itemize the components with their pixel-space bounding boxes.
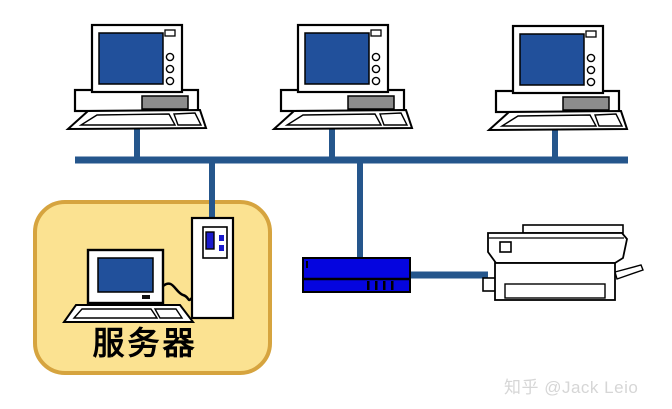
- server-keyboard-keys: [72, 308, 159, 319]
- hub-mark: [306, 261, 308, 268]
- printer-lever: [614, 264, 644, 280]
- server-cable: [162, 282, 193, 302]
- server-screen: [97, 257, 154, 293]
- hub-port-4: [391, 281, 394, 290]
- server-computer-icon: [62, 248, 196, 323]
- printer-icon: [482, 224, 644, 301]
- tower-drive-slot: [205, 231, 215, 250]
- server-tower-icon: [190, 216, 235, 320]
- printer-paper-tray: [522, 224, 624, 234]
- workstation-1-icon: [66, 23, 208, 131]
- tower-led-1: [219, 235, 224, 241]
- printer-port-knob: [482, 277, 497, 292]
- hub-icon: [302, 257, 411, 293]
- hub-port-3: [383, 281, 386, 290]
- printer-button: [499, 241, 512, 253]
- workstation-2-icon: [272, 23, 414, 131]
- printer-output-slot: [504, 283, 606, 299]
- tower-led-2: [219, 245, 224, 251]
- printer-upper-body: [487, 232, 628, 264]
- hub-port-2: [375, 281, 378, 290]
- server-monitor-button: [142, 295, 150, 299]
- hub-body: [302, 257, 411, 293]
- server-keyboard-numpad: [153, 308, 184, 319]
- watermark-text: 知乎 @Jack Leio: [504, 378, 639, 397]
- server-label: 服务器: [92, 325, 198, 361]
- hub-port-1: [367, 281, 370, 290]
- workstation-3-icon: [487, 24, 629, 132]
